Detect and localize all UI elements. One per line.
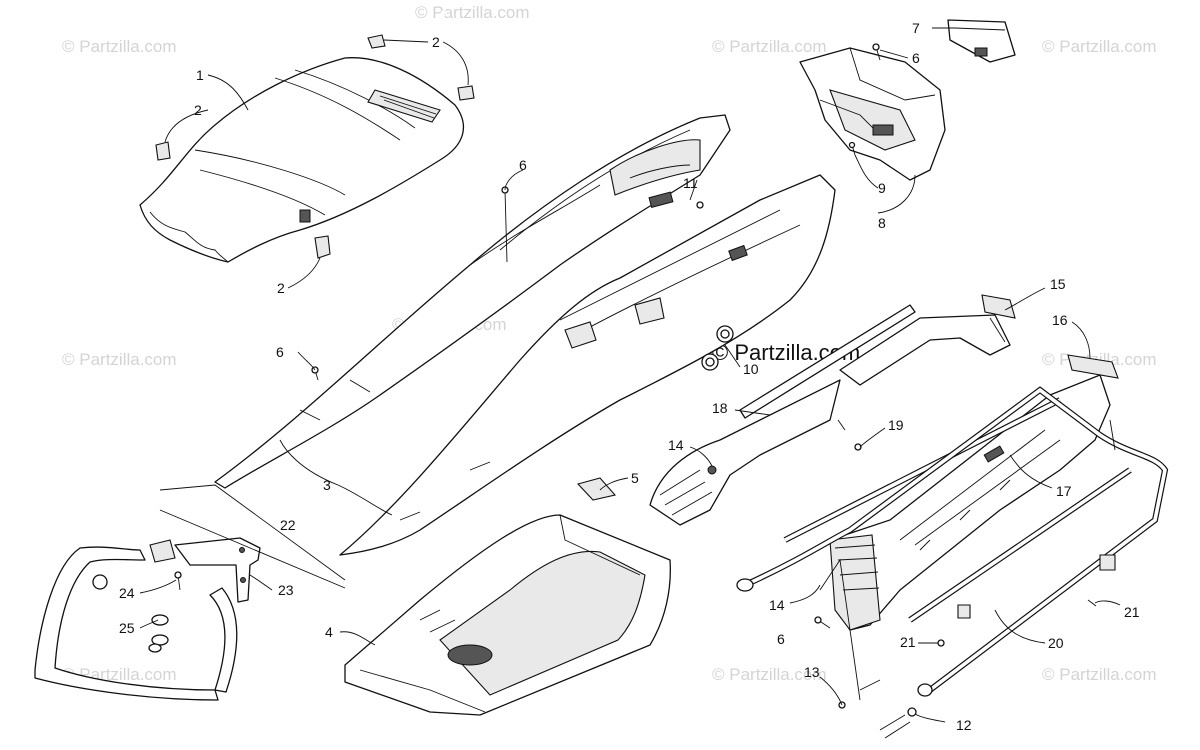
watermark: © Partzilla.com — [415, 3, 530, 22]
hardware — [174, 43, 1116, 739]
part-2-clips — [155, 34, 475, 259]
callout-15: 15 — [1050, 276, 1066, 292]
part-15-bracket — [839, 314, 1011, 386]
callout-13: 13 — [804, 664, 820, 680]
watermark: © Partzilla.com — [62, 37, 177, 56]
callout-22: 22 — [280, 517, 296, 533]
part-4-tub — [344, 514, 671, 716]
callout-2: 2 — [432, 34, 440, 50]
callout-8: 8 — [878, 215, 886, 231]
callout-6: 6 — [777, 631, 785, 647]
callout-6: 6 — [276, 344, 284, 360]
callout-25: 25 — [119, 620, 135, 636]
callout-1: 1 — [196, 67, 204, 83]
callout-2: 2 — [277, 280, 285, 296]
callout-19: 19 — [888, 417, 904, 433]
callout-23: 23 — [278, 582, 294, 598]
callout-9: 9 — [878, 180, 886, 196]
part-8-rear-bracket — [799, 47, 946, 181]
part-14-console — [649, 379, 841, 526]
callout-24: 24 — [119, 585, 135, 601]
callout-12: 12 — [956, 717, 972, 733]
callout-18: 18 — [712, 400, 728, 416]
watermark: © Partzilla.com — [1042, 37, 1157, 56]
callout-labels: 1 2 2 2 2 3 4 5 6 6 6 6 7 8 9 10 11 12 1… — [119, 7, 1140, 733]
part-15-decal — [981, 294, 1016, 319]
part-17-rear-panel — [829, 374, 1111, 631]
callout-6: 6 — [912, 50, 920, 66]
callout-21: 21 — [900, 634, 916, 650]
callout-14: 14 — [769, 597, 785, 613]
callout-3: 3 — [323, 477, 331, 493]
part-5-label — [576, 477, 617, 501]
part-16-decal — [1067, 354, 1119, 379]
callout-10: 10 — [743, 361, 759, 377]
callout-4: 4 — [325, 624, 333, 640]
callout-7: 7 — [912, 20, 920, 36]
callout-20: 20 — [1048, 635, 1064, 651]
part-7-handle — [947, 19, 1016, 63]
watermark: © Partzilla.com — [712, 665, 827, 684]
leader-lines — [139, 27, 1121, 723]
callout-16: 16 — [1052, 312, 1068, 328]
callout-17: 17 — [1056, 483, 1072, 499]
callout-5: 5 — [631, 470, 639, 486]
callout-11: 11 — [683, 175, 698, 191]
watermark: © Partzilla.com — [712, 37, 827, 56]
part-3-side-panels — [214, 114, 836, 556]
callout-2-hidden: 2 — [440, 7, 448, 23]
part-1-cover — [139, 57, 464, 263]
watermark: © Partzilla.com — [1042, 665, 1157, 684]
callout-14: 14 — [668, 437, 684, 453]
callout-2: 2 — [194, 102, 202, 118]
part-18-strip — [739, 304, 916, 419]
callout-6: 6 — [519, 157, 527, 173]
watermark: © Partzilla.com — [62, 350, 177, 369]
part-22-grab-bar — [34, 484, 346, 701]
part-20-tube-frame — [736, 386, 1169, 697]
callout-21: 21 — [1124, 604, 1140, 620]
